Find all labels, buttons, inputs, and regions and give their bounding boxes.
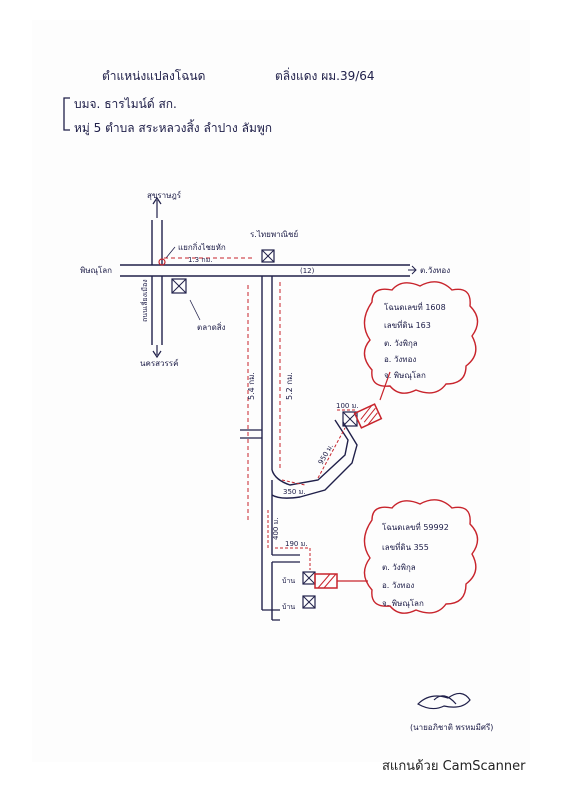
loop-road-inner xyxy=(271,421,358,499)
plot2-cross-b xyxy=(302,571,316,585)
house2-cross-b xyxy=(302,595,316,609)
market-box-cross-b xyxy=(171,278,187,294)
header-ref: ตลิ่งแดง ผม.39/64 xyxy=(275,67,375,83)
header-address: หมู่ 5 ตำบล สระหลวงสิ้ง ลำปาง ลัมพูก xyxy=(74,119,272,136)
market-label: ตลาดสิ่ง xyxy=(197,321,226,332)
house2-label: บ้าน xyxy=(282,603,295,611)
header-title: ตำแหน่งแปลงโฉนด xyxy=(102,69,205,83)
plot1-parcel-hatch xyxy=(360,405,378,426)
lower-road-end xyxy=(262,609,280,621)
cloud2-province: จ. พิษณุโลก xyxy=(382,598,424,608)
scanner-watermark: สแกนด้วย CamScanner xyxy=(382,759,526,774)
cloud1-title: โฉนดเลขที่ 1608 xyxy=(384,301,446,312)
dist-13-label: 1.3 กม. xyxy=(188,256,212,264)
header-company: บมจ. ธารไมน์ด์ สก. xyxy=(74,97,177,111)
dist-400-label: 400 ม. xyxy=(272,518,280,540)
lower-road-edges xyxy=(261,480,273,610)
cloud2-amphoe: อ. วังทอง xyxy=(382,581,414,590)
south-arrow-icon xyxy=(152,350,162,359)
west-label: พิษณุโลก xyxy=(80,265,112,275)
plot2-parcel-hatch xyxy=(317,573,337,589)
dist-52-label: 5.2 กม. xyxy=(285,372,294,400)
signature-name: (นายอภิชาติ พรหมมีศรี) xyxy=(410,723,493,732)
dim-350-line xyxy=(281,479,306,486)
junction-marker xyxy=(158,258,166,266)
signature-mark xyxy=(417,692,471,710)
east-label: ต.วังทอง xyxy=(420,266,450,275)
dist-54-label: 5.4 กม. xyxy=(247,372,256,400)
document-page xyxy=(32,20,530,762)
dist-100-label: 100 ม. xyxy=(336,402,358,410)
header-bracket xyxy=(63,97,70,131)
dist-190-label: 190 ม. xyxy=(285,540,307,548)
shop-box-cross-b xyxy=(261,249,275,263)
cloud1-amphoe: อ. วังทอง xyxy=(384,355,416,364)
market-box xyxy=(171,278,187,294)
north-arrow-icon xyxy=(152,196,162,205)
cloud1-land-no: เลขที่ดิน 163 xyxy=(384,319,431,330)
cloud2-outline xyxy=(363,499,479,614)
loop-road-outer xyxy=(271,419,349,486)
plot1-parcel xyxy=(353,403,383,429)
cloud1-province: จ. พิษณุโลก xyxy=(384,370,426,380)
shop-label: ร.ไทยพาณิชย์ xyxy=(250,229,298,239)
shop-box xyxy=(261,249,275,263)
cloud1-outline xyxy=(363,281,479,394)
south-road-label: นครสวรรค์ xyxy=(140,358,178,368)
junction-label: แยกกิ่งไชยหัก xyxy=(178,241,226,252)
junction-pointer xyxy=(165,246,176,259)
cloud2-land-no: เลขที่ดิน 355 xyxy=(382,541,429,552)
house1-label: บ้าน xyxy=(282,577,295,585)
house2-box xyxy=(302,595,316,609)
road-number: (12) xyxy=(300,267,315,275)
cloud2-title: โฉนดเลขที่ 59992 xyxy=(382,521,449,532)
east-arrow-icon xyxy=(408,265,417,275)
dist-350-label: 350 ม. xyxy=(283,488,305,496)
dim-950-line xyxy=(317,427,346,479)
north-road-label: สุขราษฎร์ xyxy=(147,190,182,200)
cloud1-tambon: ต. วังพิกุล xyxy=(384,339,418,348)
lower-branch-road xyxy=(272,554,300,563)
side-road-label: ถนนเลี่ยงเมือง xyxy=(140,279,149,322)
market-pointer xyxy=(189,299,201,321)
cloud2-tambon: ต. วังพิกุล xyxy=(382,563,416,572)
